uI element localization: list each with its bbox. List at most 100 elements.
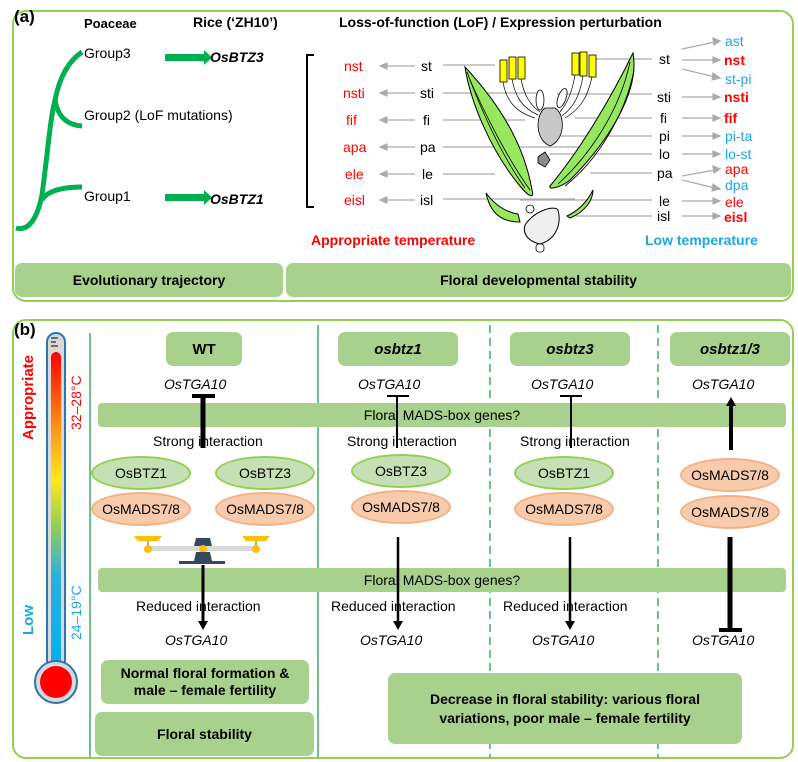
left-mutant-apa: apa <box>343 139 367 155</box>
wt-osmads-ellipse-1: OsMADS7/8 <box>91 492 191 526</box>
column-title-wt: WT <box>166 332 242 366</box>
osbtz3-bottom-arrow <box>565 537 575 630</box>
gene-osbtz1: OsBTZ1 <box>210 191 264 207</box>
arrow-to-osbtz1 <box>165 190 212 205</box>
floral-mads-band-upper: Floral MADS-box genes? <box>98 403 786 427</box>
wt-reduced-interaction: Reduced interaction <box>136 598 261 614</box>
phenotype-lo-st: lo-st <box>725 146 752 162</box>
left-organ-fi: fi <box>423 112 430 128</box>
wt-top-ostga10: OsTGA10 <box>164 376 227 392</box>
anthers <box>499 51 597 83</box>
left-mutant-nsti: nsti <box>343 85 365 101</box>
osbtz1-3-bottom-inhibition <box>719 537 742 632</box>
left-lemma <box>464 65 534 197</box>
osbtz1-strong-interaction: Strong interaction <box>347 433 457 449</box>
osbtz3-bottom-ostga10: OsTGA10 <box>532 632 595 648</box>
osbtz3-strong-interaction: Strong interaction <box>520 433 630 449</box>
osbtz1-bottom-arrow <box>393 537 403 630</box>
panel-b-label: (b) <box>14 320 36 339</box>
left-organ-pa: pa <box>420 139 436 155</box>
wt-strong-interaction: Strong interaction <box>153 433 263 449</box>
right-arrows <box>681 37 722 220</box>
osbtz1-3-top-ostga10: OsTGA10 <box>692 376 755 392</box>
osbtz3-reduced-interaction: Reduced interaction <box>503 598 628 614</box>
osbtz3-top-inhibition <box>560 395 582 448</box>
left-organ-st: st <box>421 58 432 74</box>
wt-osbtz1-ellipse: OsBTZ1 <box>91 456 191 490</box>
osbtz3-top-ostga10: OsTGA10 <box>531 376 594 392</box>
group3-label: Group3 <box>84 45 131 61</box>
phenotype-apa: apa <box>725 161 749 177</box>
tree-branch-group1 <box>39 184 83 202</box>
osbtz1-3-bottom-ostga10: OsTGA10 <box>692 632 755 648</box>
column-title-osbtz1-3: osbtz1/3 <box>670 332 790 366</box>
evolutionary-trajectory-box: Evolutionary trajectory <box>15 263 283 297</box>
phenotype-fif: fif <box>724 110 738 126</box>
right-organ-st: st <box>659 51 670 67</box>
header-rice: Rice (‘ZH10’) <box>193 14 278 30</box>
right-organ-isl: isl <box>657 208 671 224</box>
left-sterile-lemma <box>485 192 521 223</box>
panel-a-label: (a) <box>14 7 35 26</box>
osbtz1-bottom-ostga10: OsTGA10 <box>360 632 423 648</box>
phenotype-nsti: nsti <box>724 89 749 105</box>
bracket <box>306 54 314 208</box>
left-mutant-fif: fif <box>346 112 357 128</box>
thermometer-ticks <box>51 337 58 347</box>
left-mutant-nst: nst <box>344 58 363 74</box>
wt-bottom-ostga10: OsTGA10 <box>165 632 228 648</box>
wt-floral-stability-box: Floral stability <box>95 712 314 756</box>
header-lof: Loss-of-function (LoF) / Expression pert… <box>339 14 662 30</box>
arrow-to-osbtz3 <box>165 50 212 65</box>
osbtz1-col-osbtz3-ellipse: OsBTZ3 <box>351 454 451 488</box>
osbtz3-col-osbtz1-ellipse: OsBTZ1 <box>514 456 614 490</box>
floral-developmental-stability-box: Floral developmental stability <box>286 263 791 297</box>
osbtz1-reduced-interaction: Reduced interaction <box>331 598 456 614</box>
gene-osbtz3: OsBTZ3 <box>210 49 264 65</box>
osbtz1-col-osmads-ellipse: OsMADS7/8 <box>351 490 451 524</box>
phenotype-nst: nst <box>724 52 745 68</box>
phenotype-eisl: eisl <box>724 209 748 225</box>
pistil <box>537 107 563 147</box>
osbtz1-3-osmads-ellipse-1: OsMADS7/8 <box>680 458 780 492</box>
left-organ-sti: sti <box>420 85 434 101</box>
osbtz1-3-osmads-ellipse-2: OsMADS7/8 <box>680 495 780 529</box>
right-organ-pi: pi <box>659 128 670 144</box>
wt-outcome-box: Normal floral formation & male – female … <box>101 660 309 704</box>
left-organ-le: le <box>422 166 433 182</box>
left-organ-isl: isl <box>420 192 434 208</box>
wt-bottom-arrow <box>198 565 208 630</box>
group1-label: Group1 <box>84 188 131 204</box>
wt-osmads-ellipse-2: OsMADS7/8 <box>215 492 315 526</box>
phenotype-ele: ele <box>725 194 744 210</box>
right-organ-lo: lo <box>659 146 670 162</box>
osbtz1-top-inhibition <box>387 395 409 448</box>
mutant-outcome-box: Decrease in floral stability: various fl… <box>388 673 742 744</box>
group2-label: Group2 (LoF mutations) <box>84 107 233 123</box>
panel-b <box>12 319 794 759</box>
header-poaceae: Poaceae <box>84 16 137 31</box>
rice-flower-diagram <box>464 51 635 253</box>
floral-mads-band-lower: Floral MADS-box genes? <box>98 568 786 592</box>
receptacle <box>523 207 560 245</box>
right-organ-le: le <box>659 193 670 209</box>
appropriate-temperature-label: Appropriate temperature <box>311 232 476 248</box>
left-arrows <box>378 62 415 204</box>
floral-mads-band-upper-label: Floral MADS-box genes? <box>363 407 521 423</box>
right-sterile-lemma <box>565 189 594 219</box>
thermometer-bulb <box>40 666 72 698</box>
right-organ-fi: fi <box>660 110 667 126</box>
phenotype-ast: ast <box>725 33 744 49</box>
thermometer-mercury <box>51 352 61 672</box>
tree-trunk <box>15 49 84 232</box>
left-mutant-eisl: eisl <box>344 192 366 208</box>
thermometer <box>34 332 78 704</box>
column-title-osbtz3: osbtz3 <box>510 332 630 366</box>
wt-top-inhibition <box>192 394 215 448</box>
lodicule <box>537 151 551 168</box>
phylogenetic-tree <box>15 49 212 232</box>
osbtz1-top-ostga10: OsTGA10 <box>358 376 421 392</box>
